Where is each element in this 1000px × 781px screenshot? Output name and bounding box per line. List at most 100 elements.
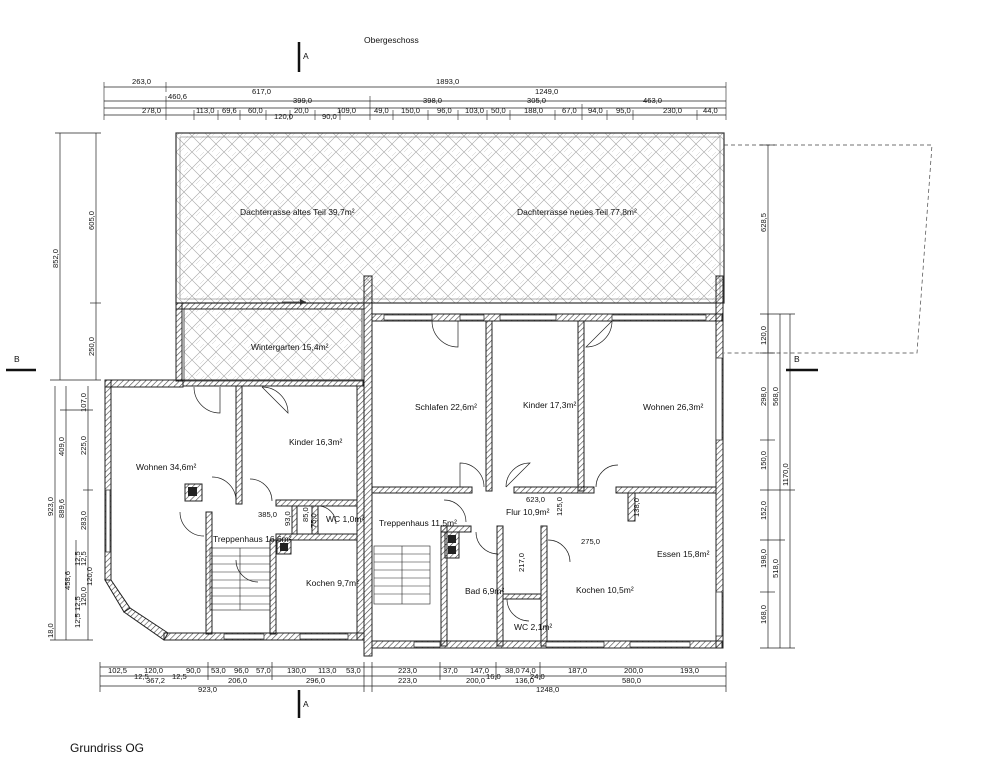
dim-label: 206,0 [228, 676, 247, 685]
dim-label: 1170,0 [781, 463, 790, 486]
dim-label: 187,0 [568, 666, 587, 675]
dim-label: 852,0 [51, 249, 60, 268]
dim-label: 120,0 [79, 587, 88, 606]
dim-label: 44,0 [703, 106, 718, 115]
dim-label: 283,0 [79, 511, 88, 530]
dim-label: 20,0 [294, 106, 309, 115]
room-label-stairs-left: Treppenhaus 16,6m² [213, 534, 292, 544]
dim-label: 217,0 [517, 553, 526, 572]
dim-label: 628,5 [759, 213, 768, 232]
dim-label: 60,0 [248, 106, 263, 115]
room-labels: Dachterrasse altes Teil 39,7m² Dachterra… [136, 207, 710, 632]
dim-label: 120,0 [85, 567, 94, 586]
dim-label: 12,5 [73, 551, 82, 566]
dimension-lines-bottom [99, 662, 727, 692]
dim-label: 296,0 [306, 676, 325, 685]
room-label-kids-right: Kinder 17,3m² [523, 400, 577, 410]
dim-label: 458,6 [63, 571, 72, 590]
dim-label: 150,0 [401, 106, 420, 115]
door-swings [179, 320, 619, 622]
dim-label: 67,0 [562, 106, 577, 115]
dim-label: 617,0 [252, 87, 271, 96]
dim-label: 193,0 [680, 666, 699, 675]
dim-label: 37,0 [443, 666, 458, 675]
dim-label: 120,0 [759, 326, 768, 345]
room-label-wc-right: WC 2,1m² [514, 622, 552, 632]
dim-label: 463,0 [643, 96, 662, 105]
room-label-living-right: Wohnen 26,3m² [643, 402, 703, 412]
dim-label: 1248,0 [536, 685, 559, 694]
dim-label: 53,0 [346, 666, 361, 675]
dim-label: 150,0 [759, 451, 768, 470]
room-label-hall: Flur 10,9m² [506, 507, 550, 517]
dim-label: 90,0 [186, 666, 201, 675]
dim-label: 152,0 [759, 501, 768, 520]
dim-label: 147,0 [470, 666, 489, 675]
roof-terrace [175, 132, 933, 382]
dim-label: 16,0 [486, 672, 501, 681]
room-label-kitchen-right: Kochen 10,5m² [576, 585, 634, 595]
dim-label: 12,5 [79, 551, 88, 566]
dim-label: 12,5 [172, 672, 187, 681]
dim-label: 96,0 [234, 666, 249, 675]
dim-label: 95,0 [616, 106, 631, 115]
dim-label: 38,0 [505, 666, 520, 675]
dim-label: 1893,0 [436, 77, 459, 86]
room-label-dining: Essen 15,8m² [657, 549, 710, 559]
dim-label: 367,2 [146, 676, 165, 685]
staircase-right [373, 545, 431, 605]
room-label-sleep: Schlafen 22,6m² [415, 402, 477, 412]
dim-label: 278,0 [142, 106, 161, 115]
dim-label: 120,0 [274, 112, 293, 121]
dimension-labels-left: 852,0 605,0 250,0 107,0 409,0 225,0 923,… [46, 211, 96, 638]
dim-label: 96,0 [437, 106, 452, 115]
room-label-terrace-new: Dachterrasse neues Teil 77,8m² [517, 207, 637, 217]
plan-caption: Grundriss OG [70, 741, 144, 755]
dim-label: 90,0 [322, 112, 337, 121]
room-label-stairs-right: Treppenhaus 11,5m² [379, 518, 457, 528]
dim-label: 460,6 [168, 92, 187, 101]
dim-label: 85,0 [301, 507, 310, 522]
section-label-a-top: A [303, 51, 309, 61]
dim-label: 605,0 [87, 211, 96, 230]
dimension-labels-inner: 385,0 93,0 85,0 75,0 623,0 125,0 138,0 2… [73, 495, 641, 611]
dim-label: 275,0 [581, 537, 600, 546]
dim-label: 198,0 [759, 549, 768, 568]
dim-label: 305,0 [527, 96, 546, 105]
dim-label: 263,0 [132, 77, 151, 86]
dim-label: 230,0 [663, 106, 682, 115]
dim-label: 889,6 [57, 499, 66, 518]
dim-label: 223,0 [398, 666, 417, 675]
dim-label: 94,0 [588, 106, 603, 115]
page-title: Obergeschoss [364, 35, 419, 45]
dimension-lines-left [50, 132, 101, 641]
dim-label: 50,0 [491, 106, 506, 115]
room-label-kitchen-left: Kochen 9,7m² [306, 578, 359, 588]
dim-label: 136,0 [515, 676, 534, 685]
dim-label: 923,0 [46, 497, 55, 516]
dim-label: 49,0 [374, 106, 389, 115]
dim-label: 923,0 [198, 685, 217, 694]
dim-label: 518,0 [771, 559, 780, 578]
room-label-kids-left: Kinder 16,3m² [289, 437, 343, 447]
room-label-wintergarden: Wintergarten 15,4m² [251, 342, 329, 352]
dim-label: 580,0 [622, 676, 641, 685]
room-label-bath: Bad 6,9m² [465, 586, 504, 596]
dim-label: 1249,0 [535, 87, 558, 96]
dim-label: 18,0 [46, 623, 55, 638]
dim-label: 399,0 [293, 96, 312, 105]
section-labels: A A B B [14, 51, 800, 709]
dim-label: 568,0 [771, 387, 780, 406]
dim-label: 93,0 [283, 511, 292, 526]
dimension-labels-right: 628,5 120,0 298,0 568,0 150,0 1170,0 152… [759, 213, 790, 624]
section-label-b-right: B [794, 354, 800, 364]
dim-label: 200,0 [624, 666, 643, 675]
dim-label: 103,0 [465, 106, 484, 115]
dimension-labels-top: 263,0 1893,0 460,6 617,0 1249,0 399,0 39… [132, 77, 718, 121]
dim-label: 109,0 [337, 106, 356, 115]
dim-label: 225,0 [79, 436, 88, 455]
dim-label: 250,0 [87, 337, 96, 356]
dimension-lines-top [103, 82, 727, 120]
